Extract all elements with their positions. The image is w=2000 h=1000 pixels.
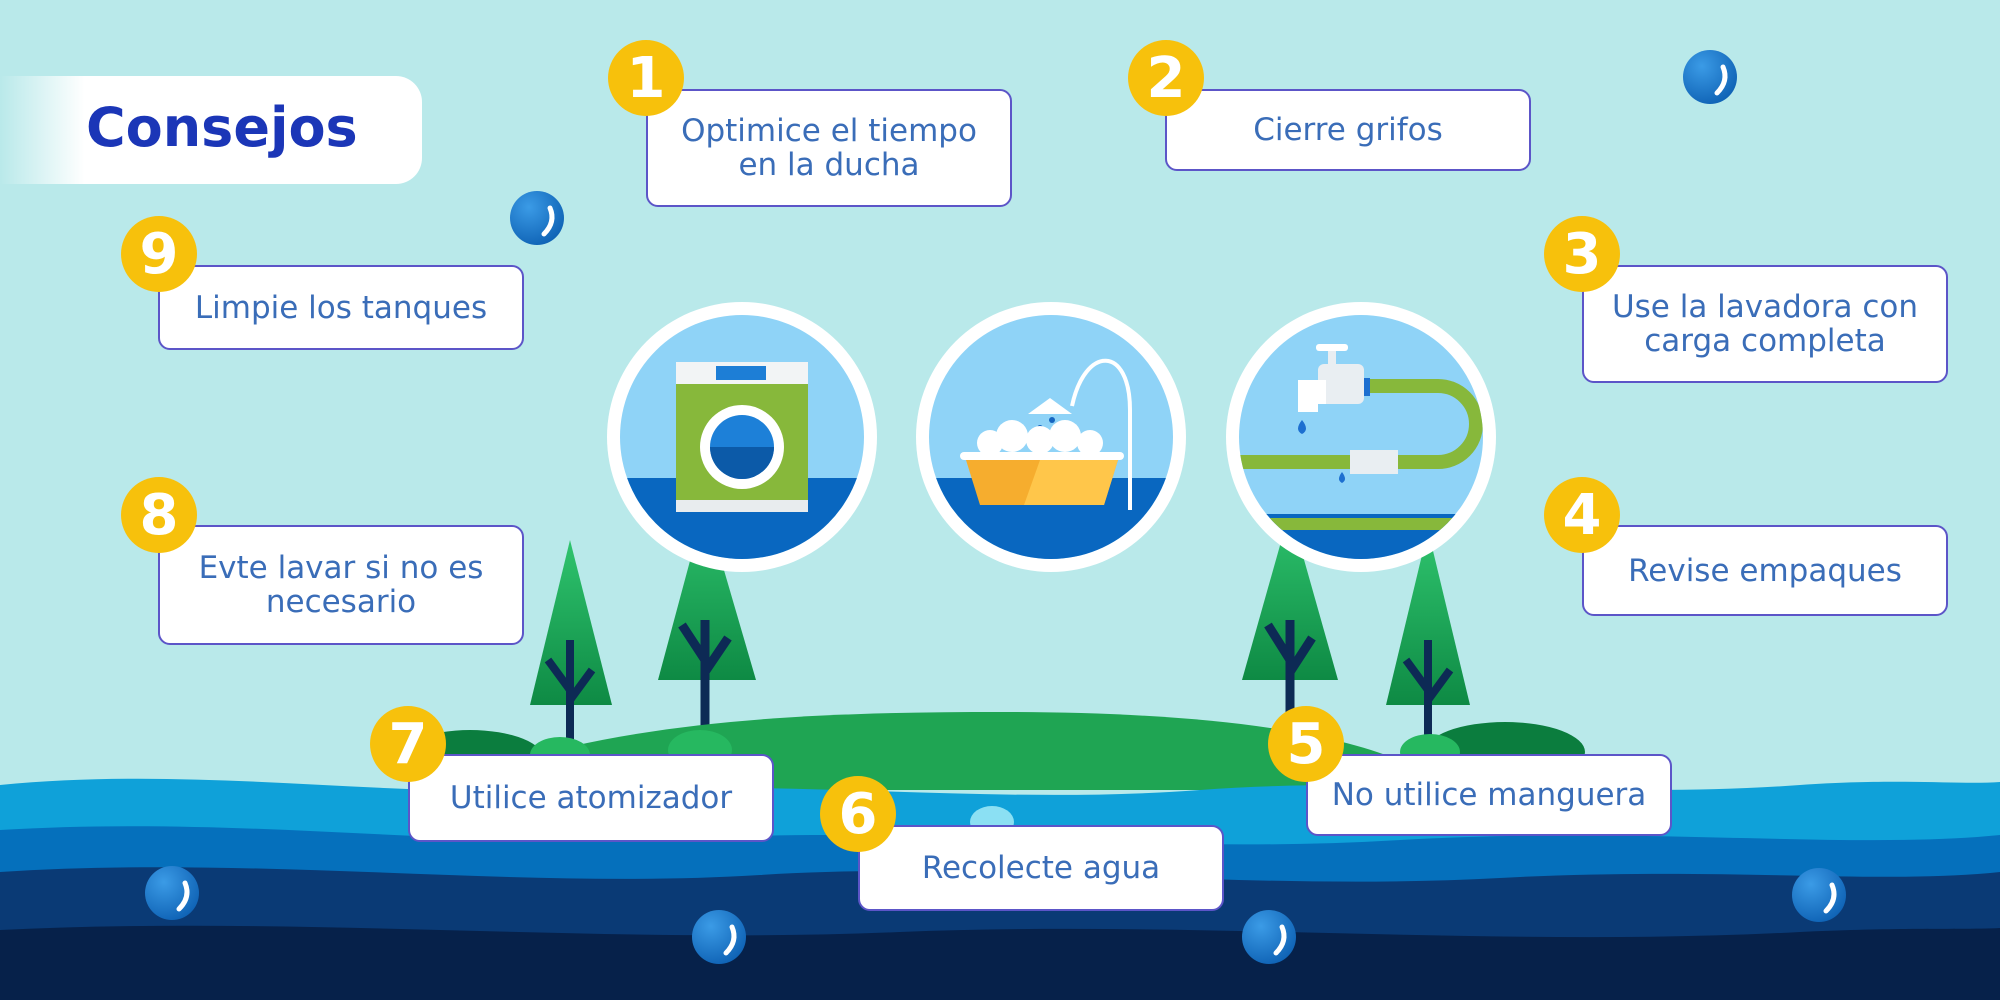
water-drop-icon — [510, 191, 564, 245]
tip-number-badge: 2 — [1128, 40, 1204, 116]
tip-card-7: Utilice atomizador — [408, 754, 774, 842]
tip-card-2: Cierre grifos — [1165, 89, 1531, 171]
tip-number-badge: 8 — [121, 477, 197, 553]
wave-icon — [0, 925, 2000, 1000]
tip-label: Evte lavar si no es necesario — [198, 550, 484, 620]
tip-number-badge: 7 — [370, 706, 446, 782]
tip-card-4: Revise empaques — [1582, 525, 1948, 616]
water-drop-icon — [145, 866, 199, 920]
tip-card-1: Optimice el tiempo en la ducha — [646, 89, 1012, 207]
tip-label: Revise empaques — [1628, 552, 1902, 589]
tip-card-8: Evte lavar si no es necesario — [158, 525, 524, 645]
tip-card-3: Use la lavadora con carga completa — [1582, 265, 1948, 383]
bathtub-shower-icon — [916, 302, 1186, 572]
tip-number-badge: 3 — [1544, 216, 1620, 292]
water-drop-icon — [1792, 868, 1846, 922]
tree-icon — [1386, 530, 1470, 760]
tree-icon — [530, 540, 612, 760]
tip-number-badge: 5 — [1268, 706, 1344, 782]
tip-label: Optimice el tiempo en la ducha — [681, 113, 977, 183]
tip-number-badge: 1 — [608, 40, 684, 116]
tip-card-6: Recolecte agua — [858, 825, 1224, 911]
tip-label: Recolecte agua — [921, 850, 1161, 886]
page-title: Consejos — [86, 96, 358, 159]
washing-machine-icon — [607, 302, 877, 572]
water-drop-icon — [692, 910, 746, 964]
tip-label: Limpie los tanques — [194, 289, 488, 326]
water-drop-icon — [1242, 910, 1296, 964]
tip-label: Utilice atomizador — [449, 780, 733, 816]
tip-number-badge: 9 — [121, 216, 197, 292]
tip-label: Use la lavadora con carga completa — [1611, 289, 1919, 359]
tip-number-badge: 6 — [820, 776, 896, 852]
tip-card-9: Limpie los tanques — [158, 265, 524, 350]
title-card — [0, 76, 422, 184]
water-drop-icon — [1683, 50, 1737, 104]
tip-label: No utilice manguera — [1331, 777, 1647, 813]
tip-number-badge: 4 — [1544, 477, 1620, 553]
tip-card-5: No utilice manguera — [1306, 754, 1672, 836]
faucet-pipe-icon — [1226, 302, 1496, 572]
tip-label: Cierre grifos — [1253, 112, 1443, 148]
